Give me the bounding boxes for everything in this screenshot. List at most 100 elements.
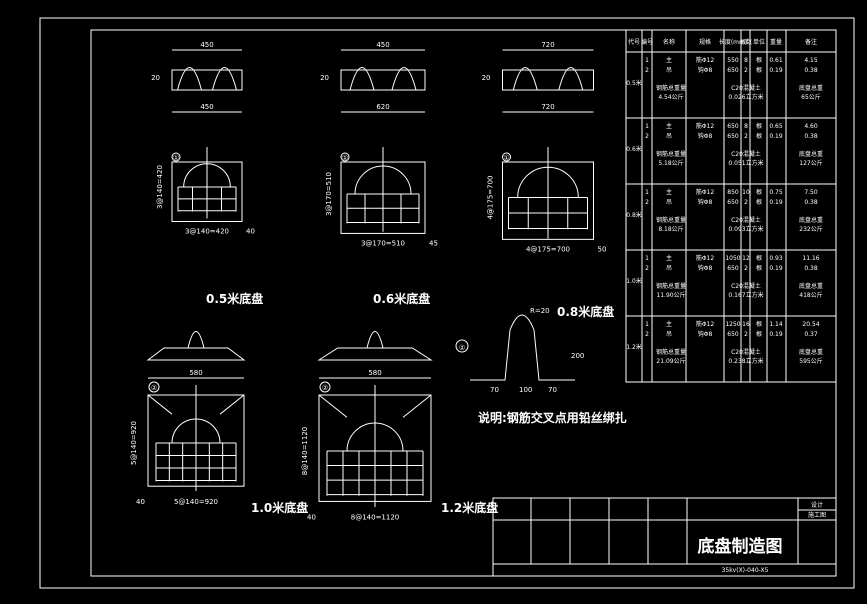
dimension-label: 45 <box>429 239 438 247</box>
table-total: 底盘总重 <box>799 348 823 356</box>
table-cell: 20.54 <box>802 321 819 328</box>
table-cell: 吊 <box>666 67 672 74</box>
table-cell: 主 <box>666 56 672 64</box>
callout-marker <box>171 152 181 162</box>
table-cell: 8 <box>744 57 748 64</box>
table-total: 127公斤 <box>799 159 822 167</box>
dimension-label: 40 <box>136 498 145 506</box>
table-total: 595公斤 <box>799 357 822 365</box>
table-cell: 1 <box>645 123 649 130</box>
table-concrete: 0.051立方米 <box>728 159 763 167</box>
dimension-label: 4@175=700 <box>526 245 570 253</box>
table-weight: 钢筋总重量 <box>656 216 686 224</box>
table-concrete: C20混凝土 <box>731 150 761 158</box>
table-cell: 筋Φ12 <box>696 320 715 328</box>
table-header-cell: 名称 <box>663 38 675 46</box>
dimension-label: 580 <box>368 369 381 377</box>
table-cell: 钩Φ8 <box>698 66 713 74</box>
table-weight: 钢筋总重量 <box>656 84 686 92</box>
callout-label: ① <box>342 154 348 162</box>
chamfer-line <box>318 394 348 418</box>
table-cell: 0.38 <box>804 199 818 206</box>
table-cell: 650 <box>727 123 739 130</box>
table-cell: 根 <box>756 122 762 130</box>
table-concrete: 0.026立方米 <box>728 93 763 101</box>
table-cell: 根 <box>756 254 762 262</box>
table-cell: 根 <box>756 132 762 140</box>
table-cell: 2 <box>645 67 649 74</box>
callout-label: ② <box>151 384 157 392</box>
table-cell: 1050 <box>725 255 740 262</box>
table-cell: 1 <box>645 57 649 64</box>
table-header-cell: 备注 <box>805 38 817 46</box>
table-cell: 钩Φ8 <box>698 198 713 206</box>
callout-label: ① <box>173 154 179 162</box>
table-concrete: 0.238立方米 <box>728 357 763 365</box>
dimension-label: 20 <box>482 74 491 82</box>
table-header-cell: 代号 <box>628 38 640 46</box>
table-group-code: 1.0米 <box>626 277 642 285</box>
lifting-hook <box>177 67 202 91</box>
table-cell: 1 <box>645 255 649 262</box>
table-weight: 5.18公斤 <box>658 159 683 167</box>
table-cell: 0.75 <box>769 189 783 196</box>
table-concrete: C20混凝土 <box>731 348 761 356</box>
table-cell: 1.14 <box>769 321 783 328</box>
dimension-label: 620 <box>376 103 389 111</box>
table-cell: 0.19 <box>769 133 783 140</box>
table-cell: 钩Φ8 <box>698 132 713 140</box>
table-concrete: C20混凝土 <box>731 216 761 224</box>
table-concrete: C20混凝土 <box>731 84 761 92</box>
dimension-label: 8@140=1120 <box>351 513 400 521</box>
callout-label: ② <box>322 384 328 392</box>
construction-note: 说明:钢筋交叉点用铅丝绑扎 <box>478 410 627 425</box>
dimension-label: 20 <box>320 74 329 82</box>
dimension-label: 450 <box>200 41 213 49</box>
dimension-label: 200 <box>571 352 584 360</box>
chamfer-line <box>219 394 245 415</box>
title-block-label: 设计 <box>811 501 823 509</box>
table-cell: 主 <box>666 188 672 196</box>
lifting-hook <box>512 67 538 91</box>
lifting-hook <box>349 67 375 91</box>
dimension-label: 720 <box>541 41 554 49</box>
table-total: 418公斤 <box>799 291 822 299</box>
table-total: 65公斤 <box>801 93 821 101</box>
elevation-base <box>146 347 246 361</box>
lifting-hook <box>366 331 384 349</box>
dimension-label: 3@170=510 <box>361 239 405 247</box>
callout-marker <box>502 152 511 162</box>
table-group-code: 1.2米 <box>626 343 642 351</box>
table-total: 底盘总重 <box>799 282 823 290</box>
table-total: 底盘总重 <box>799 216 823 224</box>
dimension-label: 720 <box>541 103 554 111</box>
dimension-label: 580 <box>189 369 202 377</box>
table-weight: 11.90公斤 <box>656 291 685 299</box>
table-cell: 主 <box>666 122 672 130</box>
callout-marker <box>340 152 350 162</box>
table-cell: 7.50 <box>804 189 818 196</box>
table-cell: 钩Φ8 <box>698 264 713 272</box>
table-cell: 根 <box>756 198 762 206</box>
table-header-cell: 根数 <box>740 38 752 46</box>
chamfer-line <box>402 394 432 418</box>
table-cell: 2 <box>744 67 748 74</box>
table-cell: 1 <box>645 321 649 328</box>
table-group-code: 0.8米 <box>626 211 642 219</box>
table-cell: 根 <box>756 66 762 74</box>
table-cell: 根 <box>756 56 762 64</box>
table-cell: 根 <box>756 330 762 338</box>
dimension-label: 70 <box>548 386 557 394</box>
dimension-label: 20 <box>151 74 160 82</box>
table-cell: 2 <box>645 265 649 272</box>
table-cell: 2 <box>744 265 748 272</box>
table-header-cell: 重量 <box>770 38 782 46</box>
table-cell: 2 <box>645 331 649 338</box>
dimension-label: 3@140=420 <box>156 165 164 209</box>
callout-label: ② <box>459 344 465 352</box>
table-cell: 2 <box>744 331 748 338</box>
table-cell: 主 <box>666 320 672 328</box>
